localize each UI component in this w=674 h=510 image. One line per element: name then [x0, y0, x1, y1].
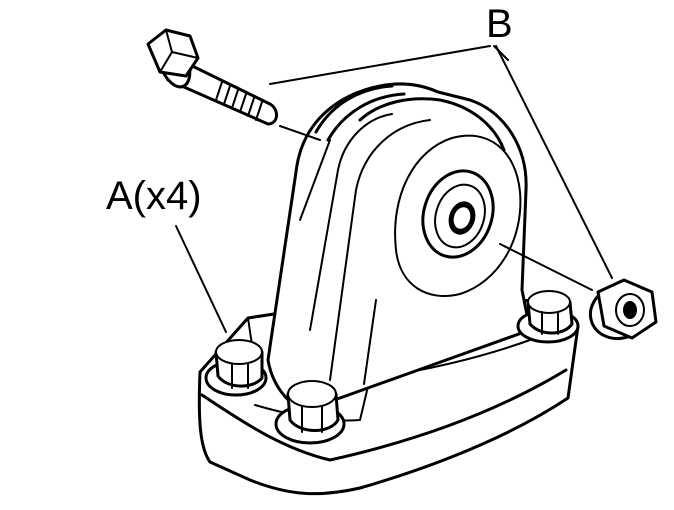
flange-nut — [588, 278, 658, 340]
callout-label-a: A(x4) — [106, 174, 202, 218]
callout-label-b: B — [486, 2, 513, 46]
bolt-a-rear-right — [516, 290, 580, 344]
bolt-a-front-center — [274, 380, 346, 445]
bolt-a-front-left — [204, 339, 268, 397]
through-bolt — [146, 28, 278, 126]
mount-bracket — [266, 82, 532, 412]
leader-lines — [175, 45, 613, 333]
